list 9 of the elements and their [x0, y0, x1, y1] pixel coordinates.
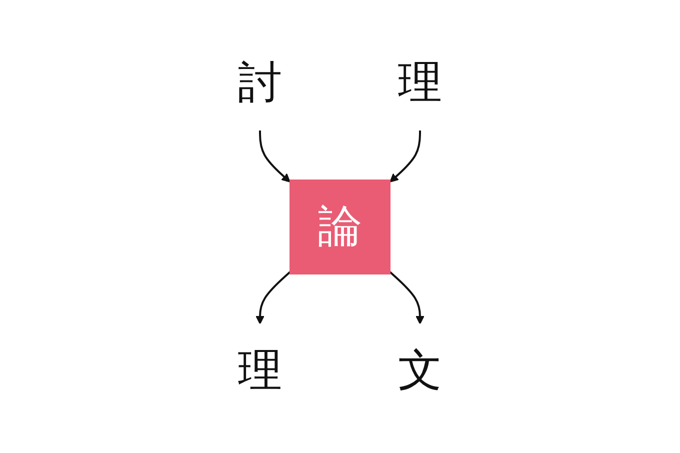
arrow	[256, 270, 291, 324]
arrow	[389, 270, 424, 324]
node-text: 理	[398, 56, 442, 108]
node-text: 理	[238, 344, 282, 396]
node-text: 討	[238, 56, 282, 108]
arrow	[390, 130, 421, 182]
node-box: 論	[290, 179, 390, 274]
node-text: 文	[398, 344, 442, 396]
arrow	[259, 130, 290, 182]
